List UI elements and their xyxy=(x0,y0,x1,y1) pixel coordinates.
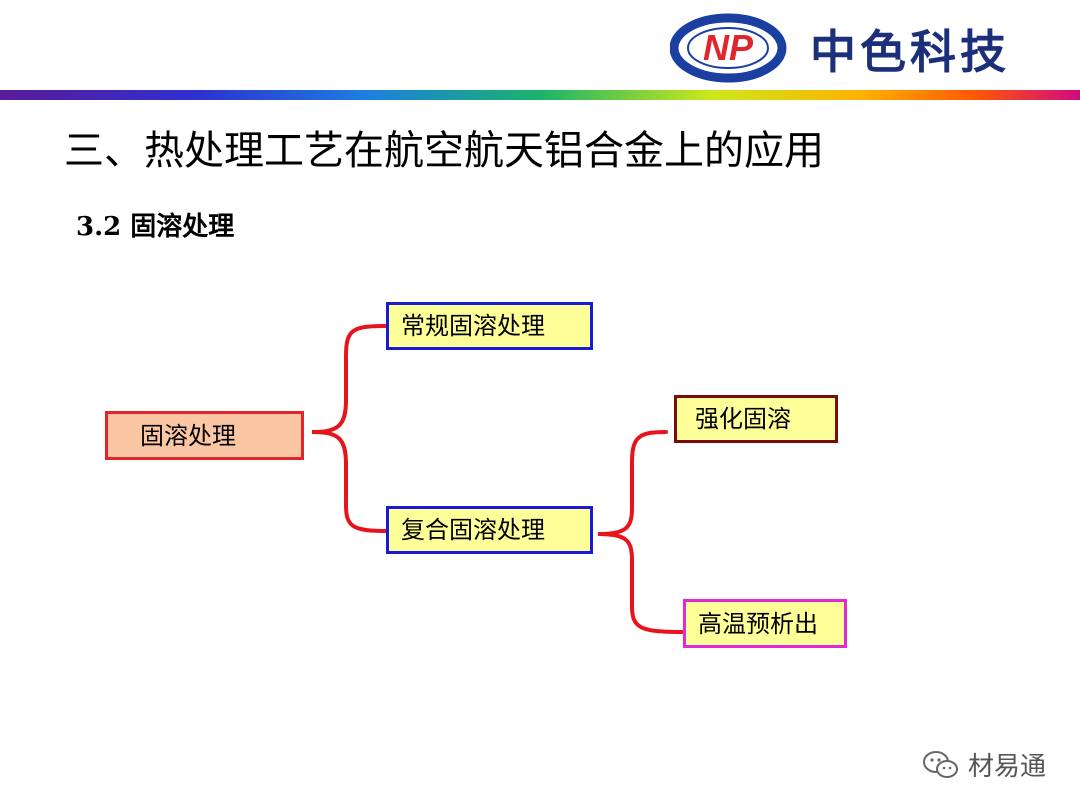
watermark: 材易通 xyxy=(922,746,1046,783)
watermark-text: 材易通 xyxy=(967,752,1046,782)
node-conventional-solution: 常规固溶处理 xyxy=(386,302,593,350)
node-strengthening-solution: 强化固溶 xyxy=(674,395,838,443)
logo-company-name: 中色科技 xyxy=(810,25,1010,79)
node-high-temp-preprecipitation: 高温预析出 xyxy=(683,599,847,648)
slide-title: 三、热处理工艺在航空航天铝合金上的应用 xyxy=(64,128,824,174)
header-gradient-bar xyxy=(0,90,1080,100)
node-composite-solution: 复合固溶处理 xyxy=(386,506,593,554)
wechat-icon xyxy=(922,750,958,778)
logo-mark: NP xyxy=(703,27,754,68)
company-logo: NP 中色科技 xyxy=(670,10,1070,86)
section-subtitle: 3.2 固溶处理 xyxy=(76,212,235,242)
bracket-root-to-branches xyxy=(311,324,387,533)
node-solution-treatment: 固溶处理 xyxy=(105,411,304,460)
logo-graphic: NP 中色科技 xyxy=(670,13,1010,83)
bracket-composite-to-children xyxy=(597,430,684,634)
